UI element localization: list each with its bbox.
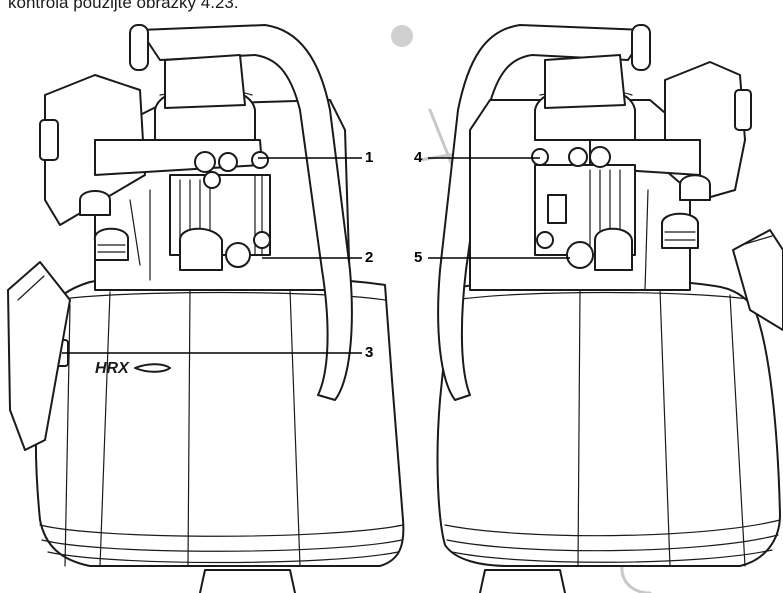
leader-lines — [62, 157, 570, 354]
callout-3: 3 — [365, 344, 374, 361]
brand-mark-left: HRX — [95, 360, 130, 377]
right-handle — [437, 24, 646, 401]
caption-text: kontrola použijte obrázky 4.23. — [8, 0, 239, 12]
callout-2: 2 — [365, 249, 374, 266]
left-handle — [139, 24, 353, 401]
instrument-right — [436, 24, 783, 593]
callout-5: 5 — [414, 249, 423, 266]
callout-4: 4 — [414, 149, 423, 166]
callout-1: 1 — [365, 149, 374, 166]
right-base-body — [436, 277, 781, 567]
instrument-left: HRX — [7, 24, 405, 593]
